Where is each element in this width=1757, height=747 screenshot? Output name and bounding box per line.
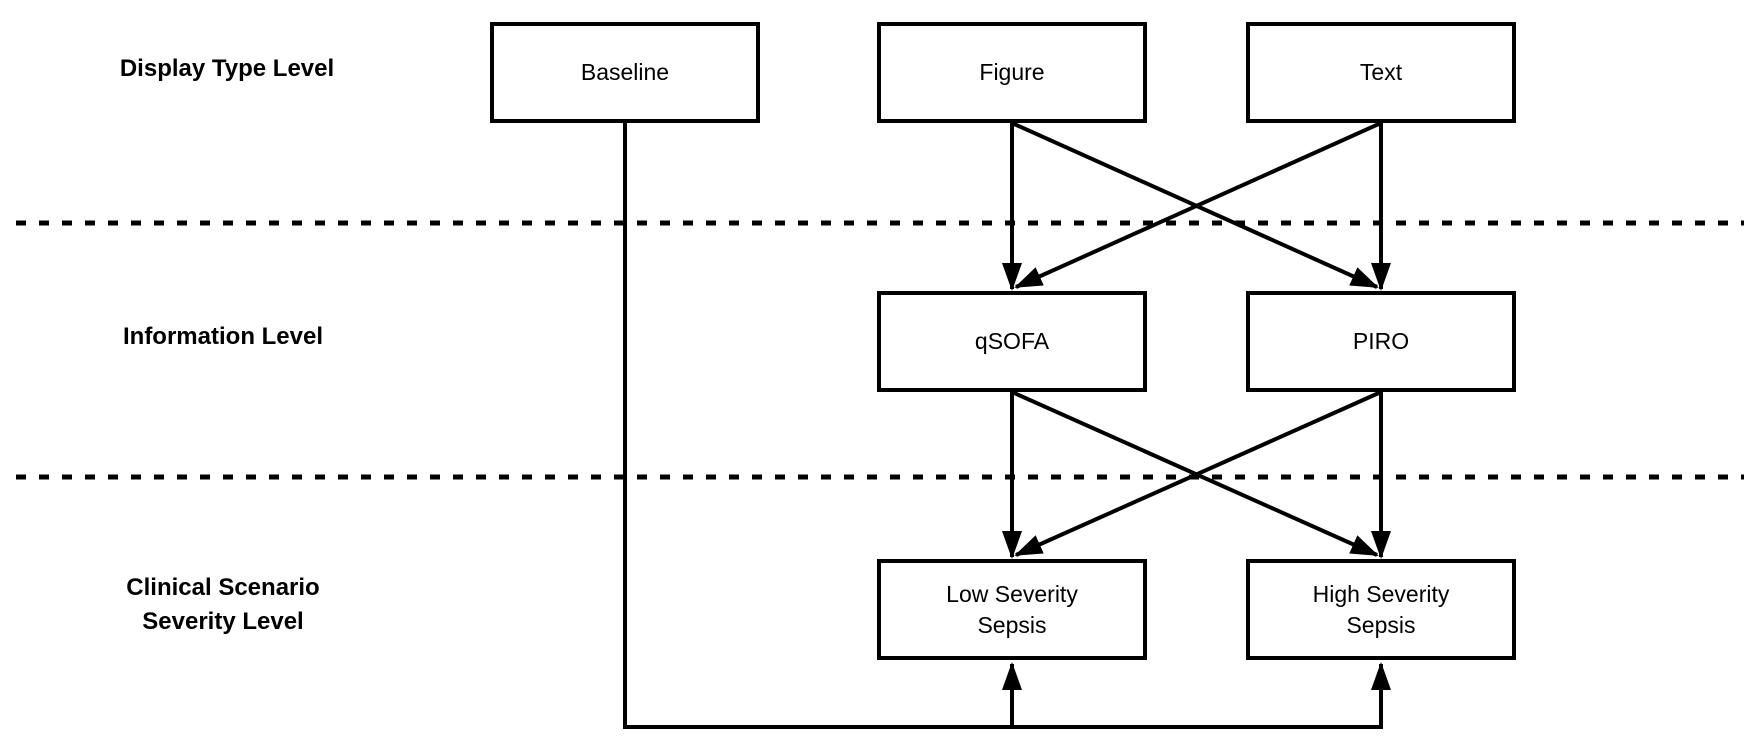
row-label-line: Information Level bbox=[122, 323, 324, 350]
node-label: Baseline bbox=[580, 59, 670, 85]
node-low-severity-sepsis: Low Severity Sepsis bbox=[877, 559, 1147, 660]
node-qsofa: qSOFA bbox=[877, 291, 1147, 392]
node-label: Sepsis bbox=[977, 611, 1047, 638]
node-piro: PIRO bbox=[1246, 291, 1516, 392]
row-label-line: Clinical Scenario bbox=[126, 574, 320, 601]
node-text: Text bbox=[1246, 22, 1516, 123]
node-figure: Figure bbox=[877, 22, 1147, 123]
node-label: qSOFA bbox=[974, 328, 1050, 354]
node-baseline: Baseline bbox=[490, 22, 760, 123]
node-label: Figure bbox=[979, 59, 1045, 85]
edge-baseline-high bbox=[623, 123, 1391, 729]
node-label: High Severity bbox=[1312, 580, 1450, 607]
edge-figure-piro bbox=[1011, 121, 1379, 289]
row-label-line: Severity Level bbox=[142, 608, 304, 635]
edge-qsofa-high bbox=[1011, 390, 1379, 557]
row-label-line: Display Type Level bbox=[119, 55, 335, 82]
node-label: Text bbox=[1359, 59, 1403, 85]
node-label: Low Severity bbox=[946, 580, 1078, 607]
row-label-information-level: Information Level bbox=[58, 320, 388, 354]
node-label: PIRO bbox=[1352, 328, 1410, 354]
row-label-display-type-level: Display Type Level bbox=[62, 52, 392, 86]
row-label-clinical-scenario-severity-level: Clinical Scenario Severity Level bbox=[58, 571, 388, 639]
node-high-severity-sepsis: High Severity Sepsis bbox=[1246, 559, 1516, 660]
node-label: Sepsis bbox=[1346, 611, 1416, 638]
